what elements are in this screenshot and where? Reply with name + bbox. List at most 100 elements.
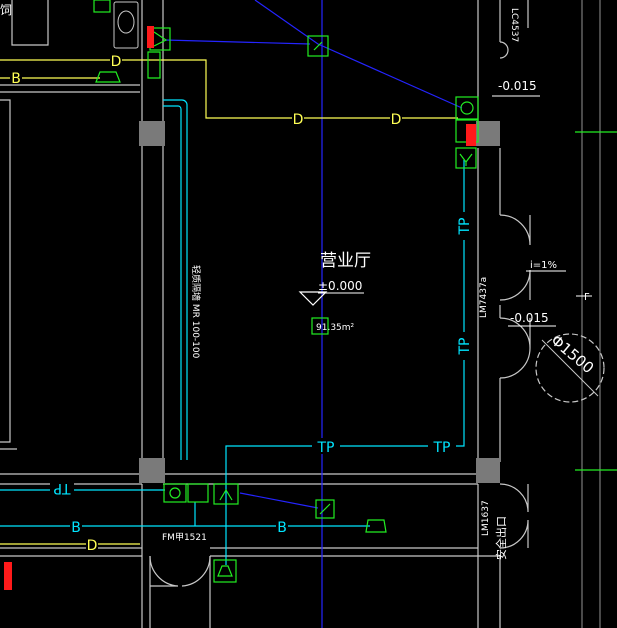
alarm-marker-top-left — [147, 26, 154, 48]
speaker-icon-bottom — [213, 483, 239, 505]
tag-bg-tp5 — [456, 332, 472, 360]
tag-d-4: D — [87, 538, 98, 554]
tag-d-2: D — [293, 112, 304, 128]
columns — [139, 121, 500, 483]
blue-wire-diagonal — [254, 0, 463, 109]
elevation-right: -0.015 — [510, 311, 549, 325]
wall-corridor-left — [141, 484, 151, 628]
smoke-detector-icon-bottom-ring — [169, 487, 181, 499]
door-arc-4 — [499, 347, 531, 379]
fire-door-label: FM甲1521 — [162, 532, 207, 543]
cable-tags: D D D D B B B TP TP TP TP TP — [10, 53, 473, 554]
cyan-wire-tp-main — [225, 160, 465, 565]
tag-bg-tp4 — [456, 212, 472, 240]
partial-title: 饲 — [0, 3, 12, 17]
broadcast-icon-bottom-mark — [319, 503, 331, 515]
wall-bottom-lower — [210, 547, 500, 557]
data-outlet-icon-left — [95, 71, 121, 83]
wall-right-low — [477, 484, 501, 628]
toilet-bowl — [117, 10, 135, 34]
round-column — [535, 333, 605, 403]
wall-note: 轻质隔墙 MR 100-100 — [190, 265, 202, 359]
tag-tp-5: TP — [457, 338, 473, 356]
tag-bg-d2 — [292, 111, 304, 125]
tag-bg-b1 — [10, 70, 22, 84]
devices — [93, 0, 479, 583]
wall-toilet — [11, 0, 49, 46]
diameter-line — [541, 339, 599, 397]
tag-bg-tp2 — [428, 438, 456, 454]
tag-bg-d1 — [110, 53, 122, 67]
column-bottom-left — [139, 458, 165, 483]
door-tag-bottom: LM1637 — [481, 500, 491, 536]
tag-d-1: D — [111, 54, 122, 70]
tag-bg-b2 — [70, 519, 82, 533]
tag-bg-d4 — [86, 537, 98, 551]
data-outlet-icon-bottom — [365, 519, 387, 533]
broadcast-icon-top — [307, 35, 329, 57]
tag-bg-tp1 — [312, 438, 340, 454]
elevation-main: ±0.000 — [318, 279, 362, 293]
wall-right-mid — [477, 148, 501, 462]
door-arc-3 — [499, 317, 531, 349]
wall-left-room — [0, 99, 11, 443]
smoke-detector-icon-bottom — [163, 483, 187, 503]
glass-partition-b — [163, 105, 182, 460]
wall-left-upper — [141, 0, 164, 122]
alarm-marker-right — [466, 124, 476, 146]
tag-tp-1: TP — [317, 440, 335, 456]
column-top-left — [139, 121, 165, 146]
speaker-icon-right — [455, 147, 477, 169]
tag-b-1: B — [11, 71, 21, 87]
alarm-markers — [4, 26, 476, 590]
door-arc-1 — [499, 214, 531, 246]
alarm-marker-bottom-left — [4, 562, 12, 590]
manual-alarm-icon-bottom — [213, 559, 237, 583]
smoke-detector-icon-right — [455, 96, 479, 120]
cyan-wires — [0, 160, 465, 565]
blue-wire-top — [164, 39, 311, 45]
broadcast-icon-top-mark — [313, 41, 323, 51]
tag-tp-4: TP — [457, 218, 473, 236]
door-arc-top — [499, 41, 509, 59]
door-tag-top: LM7437a — [479, 277, 489, 318]
wall-horizontal-left — [0, 84, 140, 93]
tag-d-3: D — [391, 112, 402, 128]
room-name: 营业厅 — [320, 251, 371, 271]
speaker-icon-right-mark — [459, 153, 473, 166]
phone-jack-icon-top-mark — [153, 31, 168, 47]
exit-label: 安全出口 — [494, 516, 508, 560]
door-arc-bottom — [149, 555, 179, 587]
broadcast-icon-bottom — [315, 499, 335, 519]
elevation-symbol — [298, 291, 328, 306]
door-arc-2 — [499, 269, 531, 301]
axis-ticks-right — [575, 131, 617, 471]
area-tag-box — [311, 317, 329, 335]
area-label: 91.35m² — [316, 323, 355, 333]
tag-tp-3: TP — [54, 480, 72, 496]
door-tag-topright: LC4537 — [509, 8, 519, 42]
elevation-upper: -0.015 — [498, 79, 537, 93]
speaker-icon-bottom-mark — [219, 488, 233, 501]
column-top-right — [476, 121, 500, 146]
f-marker: F — [584, 292, 590, 303]
blue-wire-bottom — [239, 492, 319, 509]
axis-lines-right — [581, 0, 601, 628]
manual-alarm-icon-bottom-mark — [217, 565, 233, 577]
tag-b-3: B — [277, 520, 287, 536]
wall-bottom-lower-left — [0, 547, 142, 557]
column-bottom-right — [476, 458, 500, 483]
glass-partition-a — [163, 99, 188, 460]
tag-bg-d3 — [390, 111, 402, 125]
toilet-tank — [113, 1, 139, 49]
slope-label: i=1% — [530, 260, 557, 271]
manual-alarm-icon-left — [147, 51, 161, 79]
toilet-fixture — [113, 1, 139, 49]
phone-jack-icon-bottom — [187, 483, 209, 503]
tag-bg-tp3 — [50, 482, 74, 498]
yellow-wire-main — [0, 59, 458, 119]
tag-tp-2: TP — [433, 440, 451, 456]
door-arc-5 — [499, 483, 529, 513]
